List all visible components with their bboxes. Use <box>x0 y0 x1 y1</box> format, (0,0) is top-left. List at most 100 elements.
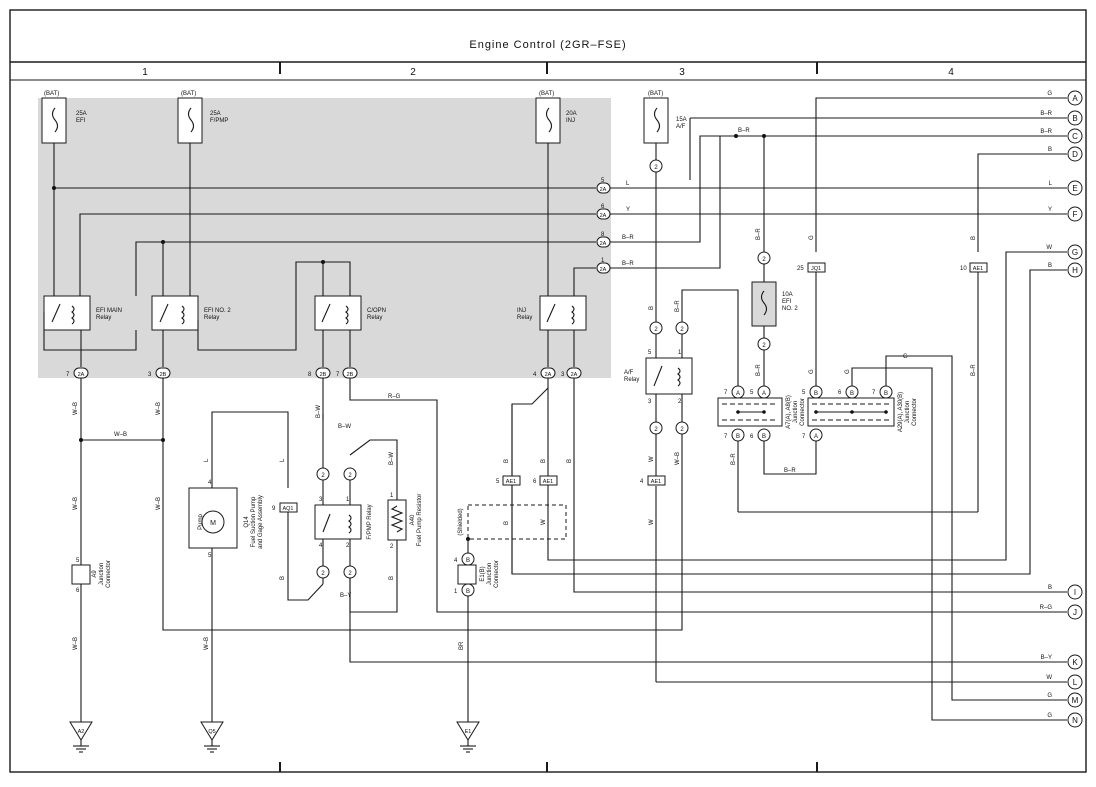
svg-text:2A: 2A <box>78 372 85 378</box>
svg-text:4: 4 <box>640 479 644 485</box>
relay-block-shading <box>38 98 611 378</box>
terminal-c: CB–R <box>1040 128 1083 144</box>
terminal-e: EL <box>1049 180 1083 196</box>
svg-text:2: 2 <box>390 544 394 550</box>
inj-lower-wiring: AE1 5 AE1 6 (Shielded) B B 4 1 E1(B) Jun… <box>454 378 1067 722</box>
terminal-wire-color: G <box>1047 693 1052 699</box>
svg-text:A29(A), A30(B): A29(A), A30(B) <box>898 392 904 432</box>
svg-text:B–R: B–R <box>622 235 634 241</box>
svg-text:1: 1 <box>346 497 350 503</box>
terminal-g: GW <box>1046 244 1083 260</box>
svg-text:B–Y: B–Y <box>340 593 351 599</box>
terminal-wire-color: B <box>1048 263 1052 269</box>
terminal-letter: D <box>1072 150 1078 159</box>
svg-text:Pump: Pump <box>198 514 204 530</box>
terminal-wire-color: R–G <box>1040 605 1053 611</box>
terminal-letter: A <box>1072 94 1078 103</box>
svg-text:10: 10 <box>960 266 967 272</box>
relay-block-connectors: 7 2A 3 2B 8 2B 7 2B 4 2A 3 2A 2 2 2 2 2 … <box>66 159 771 435</box>
junction-connector-a7: A A B B 7 5 7 6 A7(A), A8(B) Junction Co… <box>717 385 978 513</box>
svg-text:3: 3 <box>148 372 152 378</box>
svg-text:Connector: Connector <box>800 398 806 426</box>
svg-text:W–B: W–B <box>156 497 162 510</box>
svg-text:Connector: Connector <box>106 560 112 588</box>
svg-text:B: B <box>389 576 395 580</box>
terminal-a: AG <box>1047 90 1083 106</box>
terminal-letter: N <box>1072 716 1078 725</box>
lower-left-wiring: W–B 5 6 A9 Junction Connector M Pump 4 5… <box>71 378 1067 722</box>
efi-main-relay: EFI MAIN Relay <box>43 295 122 331</box>
ground-e1: E1 <box>456 721 480 753</box>
svg-text:7: 7 <box>724 434 728 440</box>
svg-text:2: 2 <box>680 427 684 433</box>
terminal-wire-color: B–R <box>1040 129 1052 135</box>
svg-text:W: W <box>541 519 547 525</box>
svg-text:B–R: B–R <box>622 261 634 267</box>
svg-text:Connector: Connector <box>912 398 918 426</box>
svg-text:6: 6 <box>838 390 842 396</box>
svg-text:Junction: Junction <box>905 401 911 423</box>
svg-text:20A: 20A <box>566 111 577 117</box>
svg-text:B: B <box>466 558 470 564</box>
svg-text:INJ: INJ <box>517 308 526 314</box>
terminal-wire-color: B–Y <box>1041 655 1052 661</box>
svg-text:2: 2 <box>762 343 766 349</box>
svg-text:Junction: Junction <box>793 401 799 423</box>
terminal-letter: E <box>1072 184 1077 193</box>
svg-text:AQ1: AQ1 <box>282 506 293 512</box>
terminal-wire-color: B–R <box>1040 111 1052 117</box>
svg-text:G: G <box>903 354 908 360</box>
column-label-4: 4 <box>948 67 954 78</box>
svg-text:Relay: Relay <box>204 315 219 321</box>
svg-text:A7(A), A8(B): A7(A), A8(B) <box>786 395 792 429</box>
svg-text:AE1: AE1 <box>506 479 516 485</box>
svg-text:6: 6 <box>750 434 754 440</box>
terminal-b: BB–R <box>1040 110 1083 126</box>
terminal-letter: H <box>1072 266 1078 275</box>
af-relay: A/F Relay 5 1 3 2 <box>624 350 693 405</box>
svg-text:B: B <box>541 459 547 463</box>
svg-text:B–R: B–R <box>738 128 750 134</box>
terminal-wire-color: W <box>1046 675 1052 681</box>
svg-text:3: 3 <box>648 399 652 405</box>
terminal-wire-color: L <box>1049 181 1053 187</box>
terminal-wire-color: G <box>1047 713 1052 719</box>
svg-text:2: 2 <box>762 257 766 263</box>
svg-text:7: 7 <box>802 434 806 440</box>
svg-text:(BAT): (BAT) <box>648 91 663 97</box>
svg-text:2A: 2A <box>600 241 607 247</box>
svg-text:2: 2 <box>348 571 352 577</box>
svg-text:Q14: Q14 <box>244 516 250 528</box>
ground-a2: A2 <box>69 721 93 753</box>
svg-text:B: B <box>567 459 573 463</box>
svg-text:(BAT): (BAT) <box>44 91 59 97</box>
svg-text:B: B <box>736 434 740 440</box>
svg-text:L: L <box>204 458 210 462</box>
svg-text:B: B <box>649 306 655 310</box>
svg-text:6: 6 <box>76 588 80 594</box>
svg-text:2: 2 <box>321 571 325 577</box>
svg-text:A: A <box>762 391 766 397</box>
svg-text:A: A <box>814 434 818 440</box>
svg-text:1: 1 <box>390 493 394 499</box>
terminal-letter: M <box>1072 696 1079 705</box>
svg-text:Q5: Q5 <box>208 729 215 735</box>
svg-text:10A: 10A <box>782 292 793 298</box>
inj-relay: INJ Relay <box>517 295 587 331</box>
wire-color-labels: W–B W–B W–B W–B W–B W–B L L B B–W B–W B … <box>73 128 977 650</box>
svg-text:B: B <box>814 391 818 397</box>
terminal-m: MG <box>1047 692 1083 708</box>
svg-text:5: 5 <box>208 553 212 559</box>
svg-text:B–R: B–R <box>756 228 762 240</box>
connector-2A-bus: 5 2A 6 2A 8 2A 1 2A L Y B–R B–R <box>596 178 634 274</box>
svg-text:W–B: W–B <box>114 432 127 438</box>
terminal-letter: L <box>1073 678 1078 687</box>
junction-connector-a29: B B B A 5 6 7 7 A29(A), A30(B) Junction … <box>797 262 1067 721</box>
svg-text:2A: 2A <box>600 267 607 273</box>
terminal-wire-color: W <box>1046 245 1052 251</box>
svg-text:L: L <box>626 181 630 187</box>
svg-text:4: 4 <box>533 372 537 378</box>
terminal-h: HB <box>1048 262 1083 278</box>
svg-text:5: 5 <box>601 178 605 184</box>
